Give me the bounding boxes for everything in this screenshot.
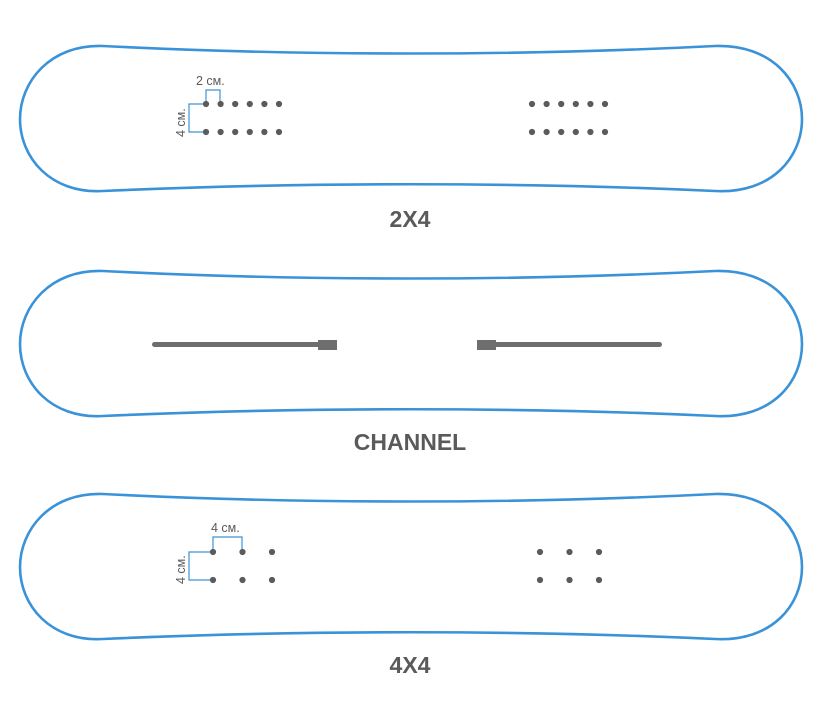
channel-left-rail-track xyxy=(152,342,320,347)
insert-hole xyxy=(239,548,246,556)
board-channel: CHANNEL xyxy=(18,269,804,455)
board-2x4-vertical-spacing-bracket xyxy=(188,103,203,133)
board-4x4-horizontal-spacing-label: 4 см. xyxy=(211,521,240,535)
board-4x4-vertical-spacing-label: 4 см. xyxy=(174,555,188,584)
board-2x4-horizontal-spacing-label: 2 см. xyxy=(196,74,225,88)
board-4x4-right-insert-holes xyxy=(536,548,603,584)
board-4x4-horizontal-spacing-bracket xyxy=(212,536,243,549)
insert-hole xyxy=(261,100,268,108)
insert-hole xyxy=(268,548,276,556)
board-2x4-left-insert-holes xyxy=(202,100,283,136)
board-2x4-horizontal-spacing-bracket xyxy=(205,89,221,101)
insert-hole xyxy=(536,548,544,556)
insert-hole xyxy=(543,128,550,136)
insert-hole xyxy=(587,128,594,136)
board-channel-right-rail xyxy=(477,340,662,350)
board-channel-left-rail xyxy=(152,340,337,350)
insert-hole xyxy=(268,576,276,584)
insert-hole xyxy=(572,128,579,136)
board-4x4-vertical-spacing-bracket xyxy=(188,551,210,581)
insert-hole xyxy=(246,100,253,108)
board-2x4: 2 см. 4 см. 2X4 xyxy=(18,44,804,232)
insert-hole xyxy=(566,576,573,584)
insert-hole xyxy=(587,100,594,108)
insert-hole xyxy=(239,576,246,584)
insert-hole xyxy=(536,576,544,584)
board-4x4-title: 4X4 xyxy=(390,652,431,678)
channel-left-rail-stop xyxy=(318,340,337,350)
board-4x4-outline xyxy=(18,492,804,641)
insert-hole xyxy=(601,100,609,108)
insert-hole xyxy=(202,100,210,108)
insert-hole xyxy=(246,128,253,136)
board-channel-title: CHANNEL xyxy=(354,429,466,455)
insert-hole xyxy=(566,548,573,556)
insert-hole xyxy=(572,100,579,108)
board-2x4-right-insert-holes xyxy=(528,100,609,136)
board-4x4: 4 см. 4 см. 4X4 xyxy=(18,492,804,678)
insert-hole xyxy=(275,128,283,136)
board-2x4-title: 2X4 xyxy=(390,206,431,232)
insert-hole xyxy=(528,100,536,108)
insert-hole xyxy=(232,100,239,108)
board-2x4-outline xyxy=(18,44,804,193)
board-4x4-left-insert-holes xyxy=(209,548,276,584)
insert-hole xyxy=(558,100,565,108)
insert-hole xyxy=(217,128,224,136)
channel-right-rail-track xyxy=(494,342,662,347)
insert-hole xyxy=(543,100,550,108)
insert-hole xyxy=(261,128,268,136)
insert-hole xyxy=(202,128,210,136)
channel-right-rail-stop xyxy=(477,340,496,350)
insert-hole xyxy=(209,576,217,584)
insert-hole xyxy=(558,128,565,136)
board-channel-outline xyxy=(18,269,804,418)
insert-hole xyxy=(232,128,239,136)
insert-hole xyxy=(601,128,609,136)
insert-hole xyxy=(528,128,536,136)
insert-hole xyxy=(209,548,217,556)
insert-hole xyxy=(217,100,224,108)
board-2x4-vertical-spacing-label: 4 см. xyxy=(174,108,188,137)
insert-hole xyxy=(595,576,603,584)
insert-hole xyxy=(595,548,603,556)
insert-hole xyxy=(275,100,283,108)
